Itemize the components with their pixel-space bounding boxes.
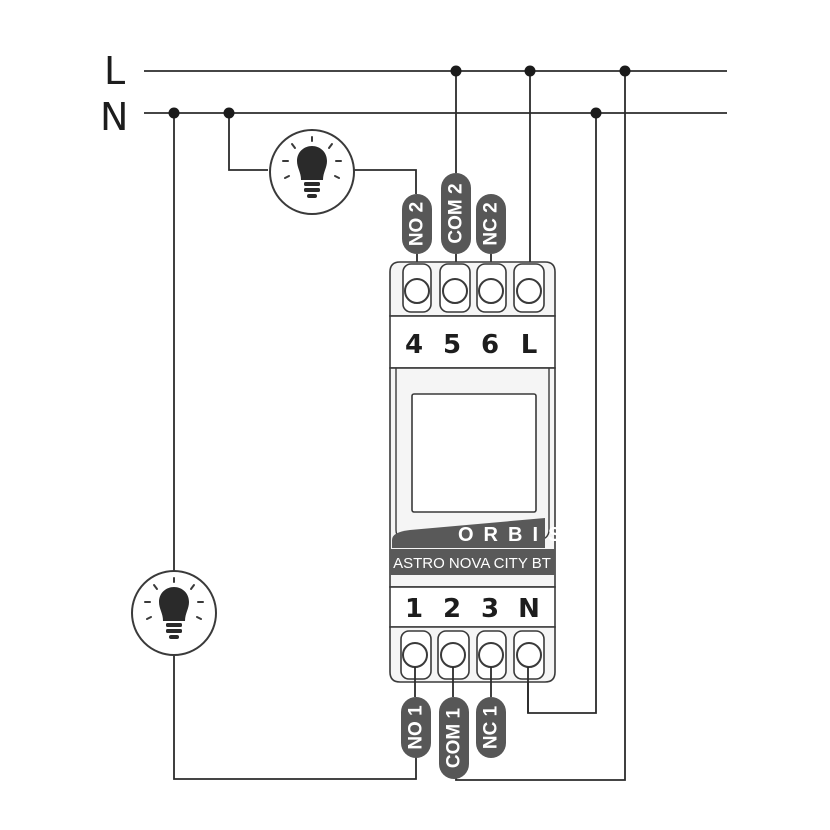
neutral-bus-label: N bbox=[100, 95, 128, 139]
junction-dot bbox=[168, 107, 180, 119]
light-bulb-icon bbox=[144, 577, 204, 639]
lamp-2 bbox=[269, 129, 355, 215]
top-terminal-numbers bbox=[389, 315, 556, 369]
bottom-terminal-numbers bbox=[389, 586, 556, 628]
terminal-screw bbox=[478, 278, 504, 304]
terminal-number-l: L bbox=[521, 330, 538, 360]
terminal-number-5: 5 bbox=[443, 330, 461, 360]
junction-dot bbox=[619, 65, 631, 77]
tag-no2: NO 2 bbox=[402, 194, 432, 254]
lamp-1 bbox=[131, 570, 217, 656]
svg-text:NC 2: NC 2 bbox=[481, 202, 502, 245]
junction-dot bbox=[590, 107, 602, 119]
terminal-number-n: N bbox=[518, 594, 540, 624]
svg-text:COM 1: COM 1 bbox=[444, 707, 465, 768]
line-bus-label: L bbox=[104, 49, 125, 93]
brand-name: ORBIS bbox=[458, 524, 571, 546]
wire-lamp2-to-no2 bbox=[352, 169, 417, 194]
svg-text:NO 2: NO 2 bbox=[407, 202, 428, 246]
terminal-screw bbox=[516, 278, 542, 304]
terminal-screw bbox=[516, 642, 542, 668]
terminal-number-1: 1 bbox=[405, 594, 423, 624]
tag-nc1: NC 1 bbox=[476, 697, 506, 758]
terminal-number-2: 2 bbox=[443, 594, 461, 624]
terminal-screw bbox=[440, 642, 466, 668]
junction-dot bbox=[223, 107, 235, 119]
terminal-screw bbox=[442, 278, 468, 304]
brand-band bbox=[392, 518, 545, 548]
junction-dot bbox=[450, 65, 462, 77]
lcd-display bbox=[411, 393, 537, 513]
light-bulb-icon bbox=[282, 136, 342, 198]
terminal-number-6: 6 bbox=[481, 330, 499, 360]
terminal-screw bbox=[404, 278, 430, 304]
terminal-screw bbox=[402, 642, 428, 668]
tag-no1: NO 1 bbox=[401, 697, 431, 758]
svg-text:COM 2: COM 2 bbox=[446, 183, 467, 243]
tag-nc2: NC 2 bbox=[476, 194, 506, 254]
junction-dot bbox=[524, 65, 536, 77]
model-name: ASTRO NOVA CITY BT bbox=[393, 555, 551, 572]
terminal-number-4: 4 bbox=[405, 330, 423, 360]
svg-text:NC 1: NC 1 bbox=[481, 705, 502, 749]
terminal-number-3: 3 bbox=[481, 594, 499, 624]
top-terminal-screws bbox=[402, 263, 545, 313]
tag-com1: COM 1 bbox=[439, 697, 469, 779]
svg-text:NO 1: NO 1 bbox=[406, 705, 427, 750]
terminal-screw bbox=[478, 642, 504, 668]
bottom-terminal-screws bbox=[400, 630, 545, 680]
model-band bbox=[390, 549, 555, 575]
tag-com2: COM 2 bbox=[441, 173, 471, 254]
wire-n-to-no1 bbox=[173, 113, 417, 780]
wire-n-to-lamp2 bbox=[228, 113, 268, 171]
timer-device: 4 5 6 L ORBIS ASTRO NOVA CITY BT 1 2 3 N bbox=[389, 261, 571, 683]
